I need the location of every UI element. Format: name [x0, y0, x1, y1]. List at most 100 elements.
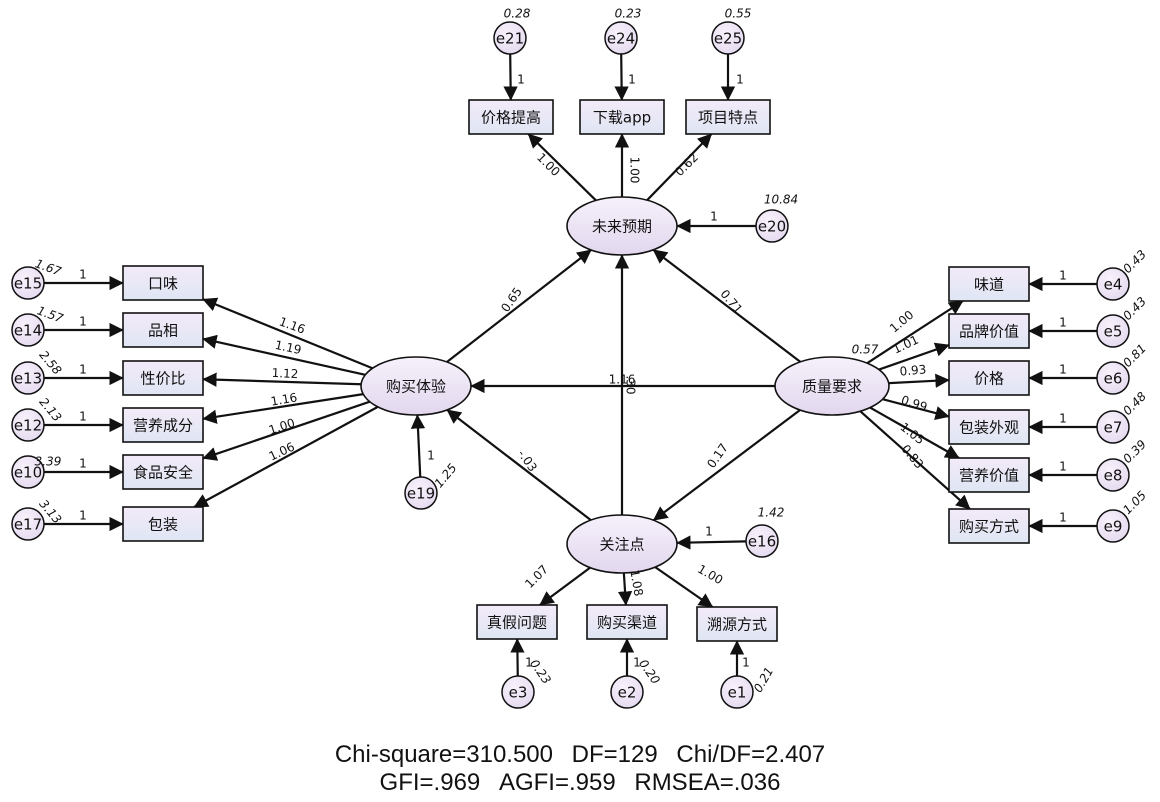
error-variance-e16: 1.42 [758, 506, 785, 520]
loading-coef-o-value: 1.12 [271, 366, 298, 381]
error-e1 [720, 675, 754, 709]
error-variance-e7: 0.48 [1120, 389, 1149, 418]
observed-label-o-trace: 溯源方式 [707, 616, 767, 634]
latent-l-future [566, 196, 678, 256]
agfi: AGFI=.959 [498, 769, 616, 796]
latent-label-l-buy: 购买体验 [386, 378, 446, 396]
error-e24 [604, 21, 638, 55]
error-label-e4: e4 [1104, 276, 1123, 294]
loading-coef-o-price-up: 1.00 [534, 150, 563, 179]
observed-o-download [579, 99, 665, 135]
error-e19 [404, 476, 438, 510]
structural-path-l-buy-to-l-future [446, 249, 592, 363]
structural-coef-l-quality-to-l-buy: 1.16 [609, 373, 636, 387]
path-arrows [44, 53, 1097, 677]
error-e17 [11, 507, 45, 541]
error-weight-e5: 1 [1059, 316, 1067, 330]
error-weight-e4: 1 [1059, 269, 1067, 283]
loading-path-o-project [646, 133, 713, 201]
error-variance-e5: 0.43 [1120, 294, 1149, 323]
error-label-e5: e5 [1104, 323, 1123, 341]
loading-path-o-channel [617, 572, 633, 606]
loading-coef-o-appear: 0.99 [899, 393, 929, 415]
error-label-e19: e19 [407, 485, 435, 503]
loading-path-o-fake [539, 566, 591, 606]
loading-path-o-pack [193, 405, 379, 508]
loading-coef-o-download: 1.00 [628, 157, 642, 184]
error-variance-e19: 1.25 [432, 461, 460, 490]
latent-l-buy [360, 356, 472, 416]
error-label-e9: e9 [1104, 518, 1123, 536]
observed-label-o-brand: 品牌价值 [959, 323, 1019, 341]
latent-l-quality [774, 356, 890, 416]
error-variance-e10: 3.39 [35, 455, 62, 469]
error-weight-e8: 1 [1059, 460, 1067, 474]
error-e15 [11, 266, 45, 300]
error-label-e24: e24 [607, 30, 635, 48]
error-label-e17: e17 [14, 516, 42, 534]
observed-o-safety [122, 454, 204, 490]
error-path-e21 [503, 53, 518, 101]
observed-o-taste [122, 265, 204, 301]
loading-path-o-price-up [527, 133, 597, 202]
observed-label-o-appear: 包装外观 [959, 419, 1019, 437]
error-variance-e20: 10.84 [764, 193, 798, 207]
error-label-e12: e12 [14, 417, 42, 435]
observed-label-o-download: 下载app [593, 109, 651, 127]
latent-label-l-quality: 质量要求 [802, 378, 862, 396]
structural-coef-l-buy-to-l-future: 0.65 [498, 285, 525, 315]
observed-label-o-value: 性价比 [140, 370, 185, 388]
error-label-e21: e21 [496, 30, 524, 48]
observed-label-o-way: 购买方式 [959, 518, 1019, 536]
loading-path-o-safety [202, 400, 371, 461]
error-weight-e25: 1 [736, 73, 744, 87]
structural-path-l-focus-to-l-buy [446, 409, 592, 521]
latent-label-l-future: 未来预期 [592, 218, 652, 236]
loading-coef-o-flavor: 1.00 [887, 308, 916, 336]
error-e9 [1096, 509, 1130, 543]
error-path-e16 [676, 535, 747, 550]
observed-o-channel [586, 604, 668, 640]
fit-statistics-line-2: GFI=.969 AGFI=.959 RMSEA=.036 [0, 769, 1160, 797]
error-e3 [501, 675, 535, 709]
error-e6 [1096, 361, 1130, 395]
error-variance-e8: 0.39 [1120, 437, 1149, 466]
error-weight-e12: 1 [79, 410, 87, 424]
gfi: GFI=.969 [379, 769, 481, 796]
error-weight-e9: 1 [1059, 511, 1067, 525]
observed-o-appear [948, 409, 1030, 445]
observed-label-o-flavor: 味道 [974, 276, 1004, 294]
observed-o-project [685, 99, 771, 135]
observed-label-o-channel: 购买渠道 [597, 614, 657, 632]
error-label-e1: e1 [728, 684, 747, 702]
latent-label-l-focus: 关注点 [599, 536, 644, 554]
loading-coef-o-price: 0.93 [899, 362, 927, 378]
error-weight-e24: 1 [628, 73, 636, 87]
error-variance-e4: 0.43 [1120, 247, 1149, 276]
structural-coef-l-focus-to-l-future: .30 [624, 375, 638, 394]
observed-o-pack [122, 506, 204, 542]
error-variance-e21: 0.28 [504, 7, 531, 21]
loading-path-o-nutri [202, 393, 364, 424]
observed-o-flavor [948, 266, 1030, 302]
loading-coef-o-look: 1.19 [274, 338, 303, 357]
observed-o-way [948, 508, 1030, 544]
error-weight-e1: 1 [742, 656, 750, 670]
error-label-e8: e8 [1104, 467, 1123, 485]
loading-coef-o-project: 0.62 [672, 150, 701, 179]
error-weight-e6: 1 [1059, 363, 1067, 377]
error-label-e25: e25 [714, 30, 742, 48]
observed-label-o-price-up: 价格提高 [481, 109, 541, 127]
observed-o-nutri [122, 407, 204, 443]
observed-o-nutval [948, 457, 1030, 493]
error-weight-e16: 1 [705, 525, 713, 539]
observed-o-trace [696, 606, 778, 642]
error-e16 [745, 524, 779, 558]
observed-label-o-price: 价格 [974, 370, 1004, 388]
loading-coef-o-safety: 1.00 [267, 416, 297, 438]
observed-label-o-pack: 包装 [148, 516, 178, 534]
loading-path-o-flavor [866, 300, 964, 365]
error-weight-e2: 1 [633, 656, 641, 670]
error-label-e7: e7 [1104, 419, 1123, 437]
